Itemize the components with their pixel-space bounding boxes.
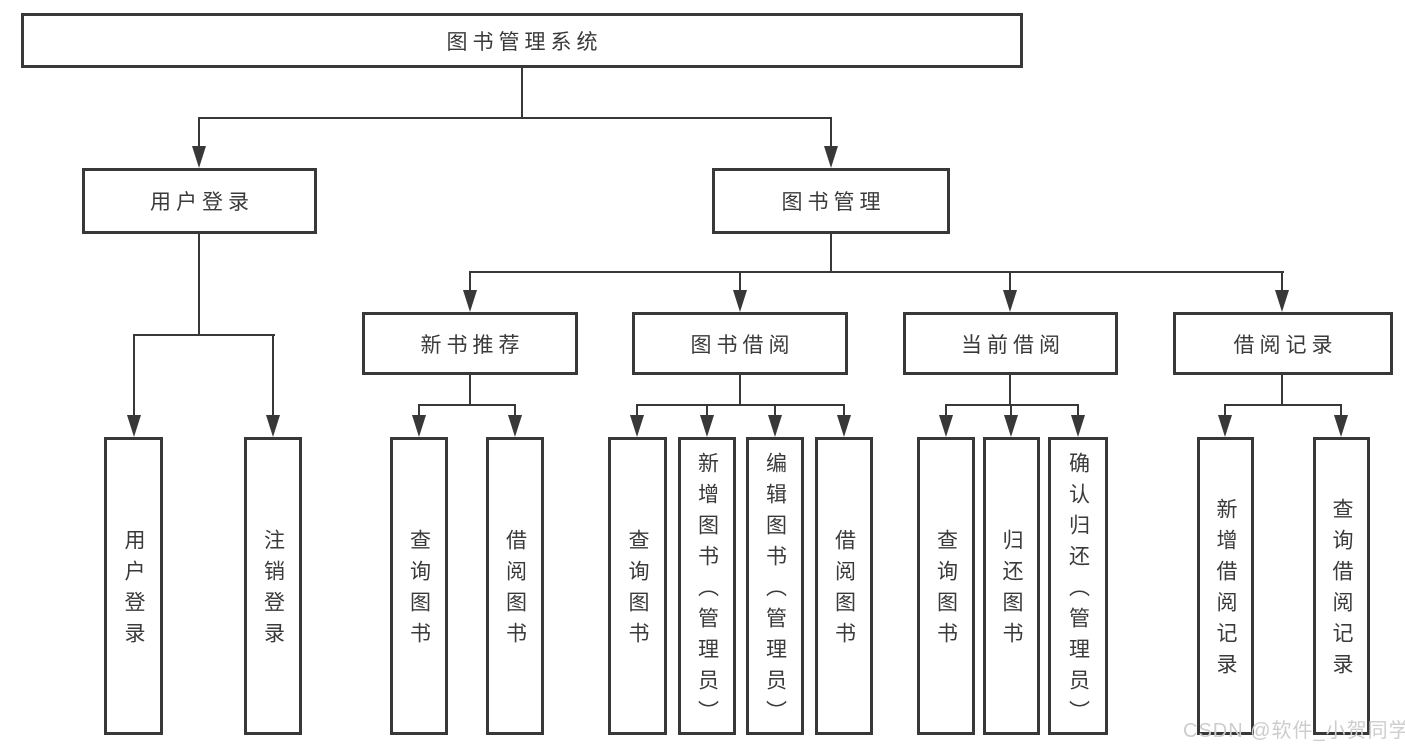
arrow-down-icon — [463, 290, 477, 312]
node-label: 新书推荐 — [420, 333, 525, 357]
csdn-watermark: CSDN @软件_小贺同学 — [1183, 720, 1405, 742]
node-add-books-admin: 新增图书（管理员） — [678, 437, 736, 735]
connector-stem — [469, 271, 471, 293]
node-query-books-current: 查询图书 — [917, 437, 975, 735]
arrow-down-icon — [1004, 415, 1018, 437]
arrow-down-icon — [1334, 415, 1348, 437]
node-new-book-recommendation: 新书推荐 — [362, 312, 578, 375]
arrow-down-icon — [768, 415, 782, 437]
node-label: 注销登录 — [261, 529, 285, 653]
connector-stem — [843, 404, 845, 418]
node-query-borrow-record: 查询借阅记录 — [1313, 437, 1370, 735]
node-borrow-books: 借阅图书 — [815, 437, 873, 735]
connector-stem — [198, 117, 200, 150]
node-return-books: 归还图书 — [983, 437, 1040, 735]
connector-stem — [272, 334, 274, 418]
node-current-borrowing: 当前借阅 — [903, 312, 1118, 375]
node-label: 查询借阅记录 — [1330, 498, 1353, 684]
connector-stem — [830, 117, 832, 150]
connector-book-mgmt-drop — [830, 234, 832, 273]
node-label: 新增图书（管理员） — [695, 451, 719, 731]
arrow-down-icon — [1003, 290, 1017, 312]
connector-split-user-login — [133, 334, 275, 336]
node-label: 编辑图书（管理员） — [763, 451, 787, 731]
node-label: 用户登录 — [122, 529, 145, 653]
node-label: 查询图书 — [934, 529, 958, 653]
node-user-login-leaf: 用户登录 — [104, 437, 163, 735]
connector-root-drop — [521, 68, 523, 118]
node-book-management: 图书管理 — [712, 168, 950, 234]
node-query-books-recommend: 查询图书 — [390, 437, 448, 735]
node-add-borrow-record: 新增借阅记录 — [1197, 437, 1254, 735]
connector-stem — [133, 334, 135, 418]
connector-split-level3 — [469, 271, 1284, 273]
arrow-down-icon — [266, 415, 280, 437]
arrow-down-icon — [192, 146, 206, 168]
node-library-management-system: 图书管理系统 — [21, 13, 1023, 68]
arrow-down-icon — [127, 415, 141, 437]
node-confirm-return-admin: 确认归还（管理员） — [1048, 437, 1108, 735]
node-label: 确认归还（管理员） — [1066, 451, 1090, 731]
node-logout: 注销登录 — [244, 437, 302, 735]
node-user-login: 用户登录 — [82, 168, 317, 234]
arrow-down-icon — [824, 146, 838, 168]
node-label: 图书管理 — [781, 191, 886, 214]
arrow-down-icon — [733, 290, 747, 312]
connector-split — [418, 404, 516, 406]
connector-stem — [418, 404, 420, 418]
arrow-down-icon — [630, 415, 644, 437]
connector-stem — [706, 404, 708, 418]
node-book-borrowing: 图书借阅 — [632, 312, 848, 375]
node-label: 借阅图书 — [832, 529, 856, 653]
arrow-down-icon — [412, 415, 426, 437]
connector-stem — [1340, 404, 1342, 418]
connector-split — [1224, 404, 1342, 406]
arrow-down-icon — [837, 415, 851, 437]
connector-split-level2 — [198, 117, 832, 119]
node-edit-books-admin: 编辑图书（管理员） — [746, 437, 804, 735]
connector-stem — [514, 404, 516, 418]
connector-stem — [1224, 404, 1226, 418]
node-label: 借阅记录 — [1233, 333, 1338, 357]
node-label: 图书借阅 — [690, 333, 795, 357]
connector-user-login-drop — [198, 233, 200, 336]
arrow-down-icon — [1218, 415, 1232, 437]
node-label: 查询图书 — [407, 529, 431, 653]
node-borrow-books-recommend: 借阅图书 — [486, 437, 544, 735]
connector-stem — [1077, 404, 1079, 418]
node-label: 借阅图书 — [503, 529, 527, 653]
arrow-down-icon — [1071, 415, 1085, 437]
node-label: 查询图书 — [626, 529, 649, 653]
node-label: 归还图书 — [1000, 529, 1023, 653]
arrow-down-icon — [1275, 290, 1289, 312]
node-label: 用户登录 — [150, 191, 254, 214]
connector-drop — [739, 375, 741, 406]
connector-stem — [739, 271, 741, 293]
connector-drop — [469, 375, 471, 406]
connector-stem — [1010, 404, 1012, 418]
node-query-books-borrow: 查询图书 — [608, 437, 667, 735]
arrow-down-icon — [939, 415, 953, 437]
node-label: 新增借阅记录 — [1214, 498, 1237, 684]
arrow-down-icon — [508, 415, 522, 437]
connector-stem — [945, 404, 947, 418]
connector-drop — [1009, 375, 1011, 406]
connector-drop — [1281, 375, 1283, 406]
connector-stem — [774, 404, 776, 418]
node-borrowing-records: 借阅记录 — [1173, 312, 1393, 375]
connector-stem — [1281, 271, 1283, 293]
connector-stem — [1009, 271, 1011, 293]
connector-split — [636, 404, 845, 406]
node-label: 图书管理系统 — [446, 30, 603, 54]
connector-stem — [636, 404, 638, 418]
node-label: 当前借阅 — [961, 333, 1065, 357]
arrow-down-icon — [700, 415, 714, 437]
connector-split — [945, 404, 1079, 406]
